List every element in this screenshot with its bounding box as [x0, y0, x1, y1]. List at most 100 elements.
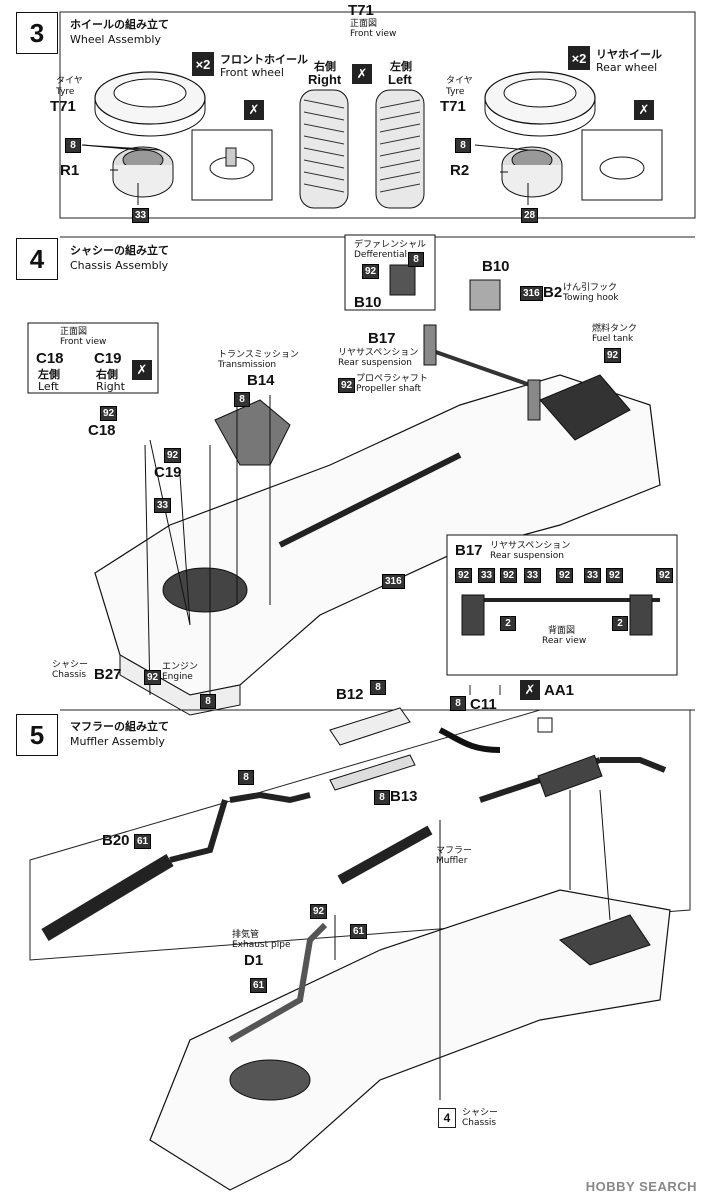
t71-center: T71 — [348, 2, 374, 19]
fv-c19: C19 — [94, 350, 122, 367]
part-num-8-b13: 8 — [374, 790, 390, 805]
part-b10: B10 — [482, 258, 510, 275]
part-num-33-chassis: 33 — [154, 498, 172, 513]
part-num-92-engine: 92 — [144, 670, 162, 685]
chassis-jp: シャシー — [52, 660, 89, 670]
fv-right-en: Right — [96, 380, 125, 393]
watermark: HOBBY SEARCH — [585, 1179, 697, 1194]
part-num-8-rear: 8 — [455, 138, 471, 153]
part-c18: C18 — [88, 422, 116, 439]
part-num-8-engine: 8 — [200, 694, 216, 709]
step3-title-en: Wheel Assembly — [70, 33, 161, 46]
part-num-92-prop: 92 — [338, 378, 356, 393]
part-b17: B17 — [368, 330, 396, 347]
rear-wheel-en: Rear wheel — [596, 61, 658, 74]
engine-en: Engine — [162, 672, 193, 682]
inset-num-7: 92 — [606, 568, 624, 583]
tyre-jp-front: タイヤ — [56, 76, 83, 86]
step5-title-jp: マフラーの組み立て — [70, 720, 169, 733]
step5-title-en: Muffler Assembly — [70, 735, 165, 748]
part-b20: B20 — [102, 832, 130, 849]
cement-warning-icon: ✗ — [520, 680, 540, 700]
step4-number: 4 — [16, 238, 58, 280]
part-b12: B12 — [336, 686, 364, 703]
tow-hook-jp: けん引フック — [563, 283, 618, 293]
transmission-jp: トランスミッション — [218, 350, 299, 360]
rear-wheel-jp: リヤホイール — [596, 48, 662, 61]
part-num-8-pipe: 8 — [238, 770, 254, 785]
part-b14: B14 — [247, 372, 275, 389]
inset-num-8: 92 — [656, 568, 674, 583]
step3-number: 3 — [16, 12, 58, 54]
fv-jp: 正面図 — [60, 327, 88, 337]
part-b27: B27 — [94, 666, 122, 683]
diff-part-8: 8 — [408, 252, 424, 267]
front-qty-badge: ×2 — [192, 52, 214, 76]
exhaust-jp: 排気管 — [232, 930, 260, 940]
part-num-8-trans: 8 — [234, 392, 250, 407]
fv-right-jp: 右側 — [96, 368, 118, 381]
part-num-316-chassis: 316 — [382, 574, 405, 589]
part-num-92-d1: 92 — [310, 904, 328, 919]
tyre-en-front: Tyre — [56, 87, 75, 97]
part-aa1: AA1 — [544, 682, 575, 699]
prop-shaft-jp: プロペラシャフト — [356, 374, 428, 384]
step5-number: 5 — [16, 714, 58, 756]
part-num-92-fuel: 92 — [604, 348, 622, 363]
part-num-316-top: 316 — [520, 286, 543, 301]
rear-view-jp: 背面図 — [548, 626, 576, 636]
fv-c18: C18 — [36, 350, 64, 367]
inset-num-5: 92 — [556, 568, 574, 583]
fuel-tank-en: Fuel tank — [592, 334, 634, 344]
tyre-en-rear: Tyre — [446, 87, 465, 97]
inset-part-2-left: 2 — [500, 616, 516, 631]
part-c19: C19 — [154, 464, 182, 481]
fuel-tank-jp: 燃料タンク — [592, 324, 638, 334]
step4-title-en: Chassis Assembly — [70, 259, 169, 272]
diff-jp: デファレンシャル — [354, 240, 427, 250]
tow-hook-en: Towing hook — [563, 293, 619, 303]
cement-icon-fv: ✗ — [132, 360, 152, 380]
inset-rear-susp-jp: リヤサスペンション — [490, 541, 571, 551]
inset-rear-susp-en: Rear suspension — [490, 551, 564, 561]
cement-icon-center: ✗ — [352, 64, 372, 84]
part-num-92-c19: 92 — [164, 448, 182, 463]
front-view-en: Front view — [350, 29, 397, 39]
transmission-en: Transmission — [218, 360, 277, 370]
part-r1: R1 — [60, 162, 80, 179]
fv-left-en: Left — [38, 380, 59, 393]
step5-drawing — [29, 707, 695, 1191]
rear-view-en: Rear view — [542, 636, 587, 646]
engine-jp: エンジン — [162, 662, 199, 672]
part-b2: B2 — [543, 284, 563, 301]
part-num-8-b12: 8 — [370, 680, 386, 695]
chassis-en: Chassis — [52, 670, 87, 680]
front-wheel-en: Front wheel — [220, 66, 284, 79]
part-num-61-lower: 61 — [250, 978, 268, 993]
step4-title-jp: シャシーの組み立て — [70, 244, 169, 257]
diff-b10: B10 — [354, 294, 382, 311]
muffler-jp: マフラー — [436, 846, 473, 856]
chassis-ref-en: Chassis — [462, 1118, 497, 1128]
tyre-part-front: T71 — [50, 98, 76, 115]
inset-num-2: 33 — [478, 568, 496, 583]
inset-b17: B17 — [455, 542, 483, 559]
step3-title-jp: ホイールの組み立て — [70, 18, 169, 31]
part-num-8-front: 8 — [65, 138, 81, 153]
inset-part-2-right: 2 — [612, 616, 628, 631]
fv-en: Front view — [60, 337, 107, 347]
cement-icon-rear: ✗ — [634, 100, 654, 120]
chassis-ref-box: 4 — [438, 1108, 456, 1128]
right-en: Right — [308, 72, 342, 87]
inset-num-1: 92 — [455, 568, 473, 583]
right-jp: 右側 — [314, 60, 336, 73]
diff-part-92: 92 — [362, 264, 380, 279]
tyre-part-rear: T71 — [440, 98, 466, 115]
rear-susp-en: Rear suspension — [338, 358, 412, 368]
part-r2: R2 — [450, 162, 470, 179]
part-c11: C11 — [470, 696, 497, 713]
inset-num-4: 33 — [524, 568, 542, 583]
rear-susp-jp: リヤサスペンション — [338, 348, 419, 358]
part-num-61-b20: 61 — [134, 834, 152, 849]
cement-icon-front: ✗ — [244, 100, 264, 120]
